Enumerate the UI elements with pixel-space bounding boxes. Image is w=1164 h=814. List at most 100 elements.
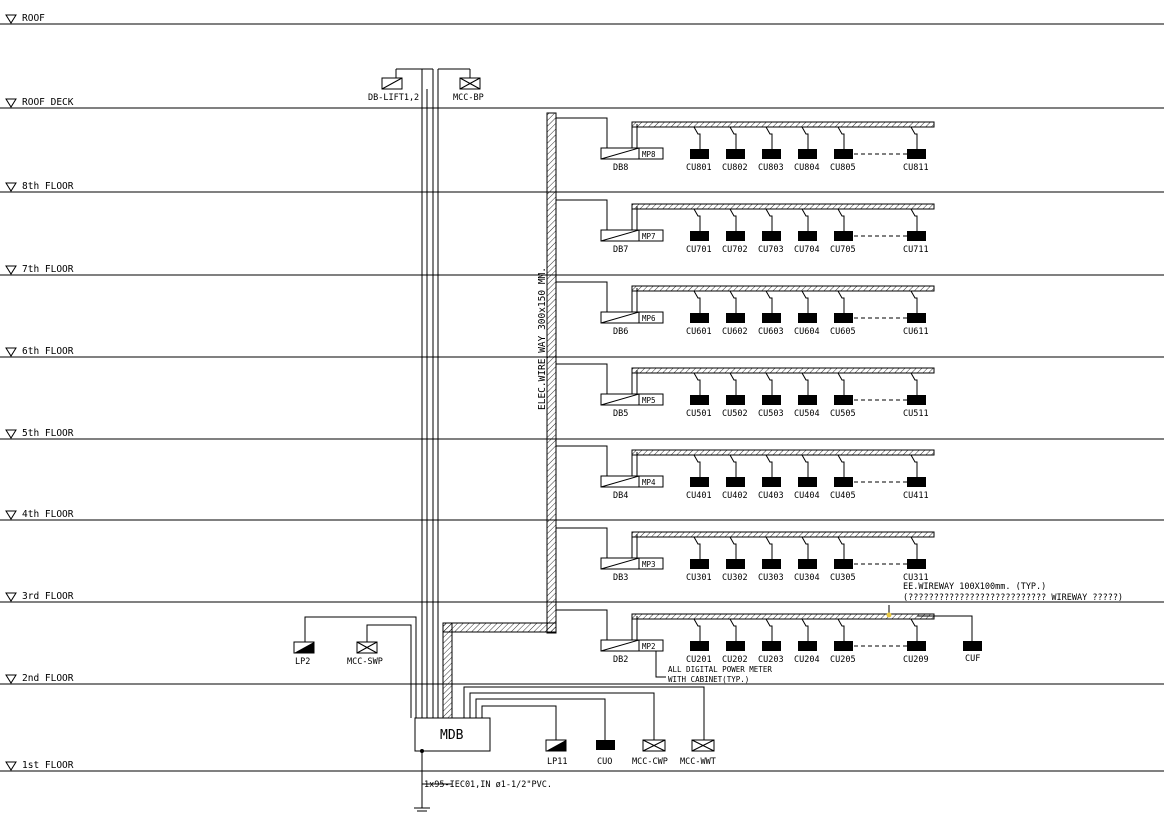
consumer-unit[interactable]: CU804 (794, 126, 820, 173)
level-label: 3rd FLOOR (22, 591, 74, 602)
consumer-unit-last[interactable]: CU411 (903, 454, 929, 501)
consumer-unit[interactable]: CU805 (830, 126, 856, 173)
wireway-vertical-label: ELEC.WIRE WAY 300x150 MM. (537, 267, 548, 410)
level-label: 5th FLOOR (22, 428, 74, 439)
consumer-unit[interactable]: CU505 (830, 372, 856, 419)
level-label: ROOF DECK (22, 97, 74, 108)
ee-wireway-label: EE.WIREWAY 100X100mm. (TYP.) (903, 582, 1046, 592)
consumer-unit[interactable]: CU205 (830, 618, 856, 665)
meter-label: MP4 (642, 478, 656, 487)
level-roof: ROOF (0, 13, 1164, 25)
consumer-unit-label: CU504 (794, 409, 820, 419)
mdb-label: MDB (440, 728, 464, 743)
consumer-unit-label: CU811 (903, 163, 929, 173)
consumer-unit-label: CU804 (794, 163, 820, 173)
consumer-unit[interactable]: CU301 (686, 536, 712, 583)
consumer-unit-label: CU209 (903, 655, 929, 665)
level-label: 8th FLOOR (22, 181, 74, 192)
consumer-unit-last[interactable]: CU511 (903, 372, 929, 419)
mcc-wwt-label: MCC-WWT (680, 757, 716, 767)
consumer-unit[interactable]: CU602 (722, 290, 748, 337)
consumer-unit-last[interactable]: CU209 (903, 618, 929, 665)
consumer-unit-label: CU711 (903, 245, 929, 255)
cuo-unit[interactable]: CUO (596, 740, 615, 767)
consumer-unit-last[interactable]: CU611 (903, 290, 929, 337)
consumer-unit[interactable]: CU702 (722, 208, 748, 255)
power-meter[interactable] (638, 229, 664, 242)
power-meter[interactable] (638, 393, 664, 406)
power-meter[interactable] (638, 475, 664, 488)
consumer-unit[interactable]: CU201 (686, 618, 712, 665)
consumer-unit[interactable]: CU504 (794, 372, 820, 419)
meter-note-line1: ALL DIGITAL POWER METER (668, 665, 772, 674)
consumer-unit-label: CU705 (830, 245, 856, 255)
consumer-unit-last[interactable]: CU311 (903, 536, 929, 583)
consumer-unit[interactable]: CU302 (722, 536, 748, 583)
level-marker-icon (5, 674, 17, 684)
consumer-unit[interactable]: CU701 (686, 208, 712, 255)
level-marker-icon (5, 429, 17, 439)
consumer-unit[interactable]: CU303 (758, 536, 784, 583)
meter-label: MP3 (642, 560, 656, 569)
level-8th: 8th FLOOR (0, 181, 1164, 193)
cuo-label: CUO (597, 757, 612, 767)
consumer-unit[interactable]: CU501 (686, 372, 712, 419)
mcc-swp-panel[interactable]: MCC-SWP (347, 641, 383, 667)
db-lift-panel[interactable]: DB-LIFT1,2 (368, 77, 419, 103)
consumer-unit[interactable]: CU703 (758, 208, 784, 255)
level-marker-icon (5, 510, 17, 520)
consumer-unit[interactable]: CU403 (758, 454, 784, 501)
consumer-unit[interactable]: CU601 (686, 290, 712, 337)
consumer-unit-label: CU204 (794, 655, 820, 665)
power-meter[interactable] (638, 147, 664, 160)
consumer-unit[interactable]: CU305 (830, 536, 856, 583)
db-label: DB3 (613, 573, 628, 583)
consumer-unit[interactable]: CU304 (794, 536, 820, 583)
consumer-unit[interactable]: CU204 (794, 618, 820, 665)
cuf-unit[interactable]: CUF (917, 615, 982, 664)
consumer-unit[interactable]: CU803 (758, 126, 784, 173)
consumer-unit[interactable]: CU502 (722, 372, 748, 419)
consumer-unit[interactable]: CU801 (686, 126, 712, 173)
lp11-label: LP11 (547, 757, 567, 767)
consumer-unit[interactable]: CU603 (758, 290, 784, 337)
lp11-panel[interactable]: LP11 (545, 739, 567, 767)
consumer-unit[interactable]: CU203 (758, 618, 784, 665)
consumer-unit-label: CU703 (758, 245, 784, 255)
consumer-unit-label: CU405 (830, 491, 856, 501)
consumer-unit[interactable]: CU503 (758, 372, 784, 419)
level-marker-icon (5, 761, 17, 771)
consumer-unit[interactable]: CU704 (794, 208, 820, 255)
power-meter[interactable] (638, 557, 664, 570)
consumer-unit[interactable]: CU401 (686, 454, 712, 501)
consumer-unit[interactable]: CU705 (830, 208, 856, 255)
consumer-unit[interactable]: CU202 (722, 618, 748, 665)
consumer-unit[interactable]: CU604 (794, 290, 820, 337)
main-distribution-board[interactable]: MDB (414, 717, 491, 752)
db-lift-label: DB-LIFT1,2 (368, 93, 419, 103)
mcc-cwp-panel[interactable]: MCC-CWP (632, 739, 668, 767)
consumer-unit[interactable]: CU605 (830, 290, 856, 337)
feeder-label: 1x95-IEC01,IN ø1-1/2"PVC. (424, 780, 552, 790)
lp2-label: LP2 (295, 657, 310, 667)
power-meter[interactable] (638, 311, 664, 324)
lp2-panel[interactable]: LP2 (293, 641, 315, 667)
consumer-unit[interactable]: CU404 (794, 454, 820, 501)
consumer-unit-label: CU503 (758, 409, 784, 419)
consumer-unit[interactable]: CU402 (722, 454, 748, 501)
consumer-unit-last[interactable]: CU711 (903, 208, 929, 255)
consumer-unit[interactable]: CU405 (830, 454, 856, 501)
consumer-unit-label: CU403 (758, 491, 784, 501)
consumer-unit[interactable]: CU802 (722, 126, 748, 173)
consumer-unit-last[interactable]: CU811 (903, 126, 929, 173)
mcc-wwt-panel[interactable]: MCC-WWT (680, 739, 716, 767)
mcc-bp-panel[interactable]: MCC-BP (453, 77, 484, 103)
